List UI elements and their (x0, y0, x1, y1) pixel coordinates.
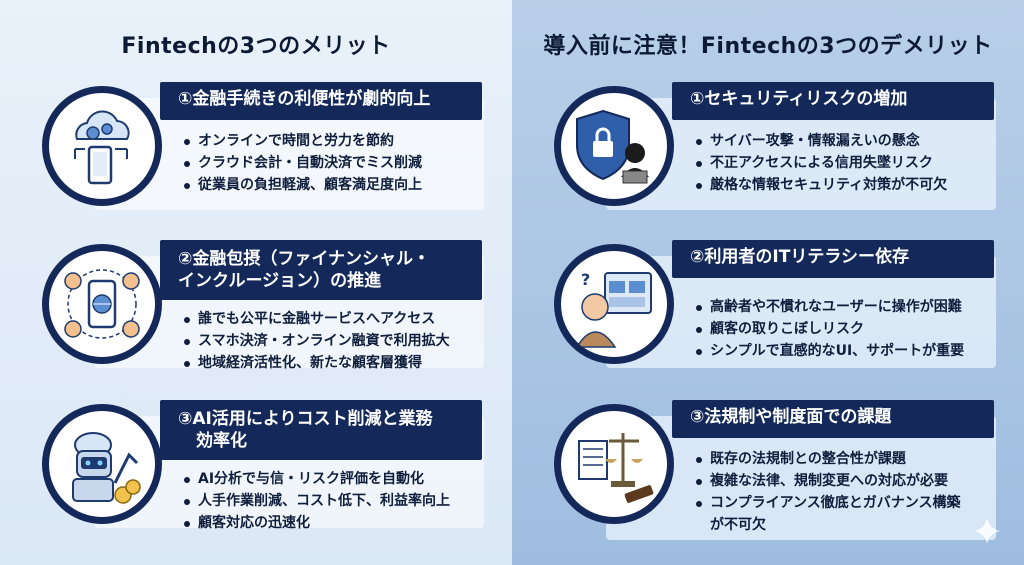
merit-card-1: ①金融手続きの利便性が劇的向上 オンラインで時間と労力を節約 クラウド会計・自動… (42, 82, 484, 214)
cloud-phone-gears-icon (42, 86, 162, 206)
bullet-item: オンラインで時間と労力を節約 (182, 130, 422, 152)
bullet-item: 高齢者や不慣れなユーザーに操作が困難 (694, 296, 964, 318)
bullet-continuation: が不可欠 (710, 517, 766, 533)
demerit-3-bullets: 既存の法規制との整合性が課題 複雑な法律、規制変更への対応が必要 コンプライアン… (694, 448, 960, 536)
merit-card-3: ③AI活用によりコスト削減と業務 効率化 AI分析で与信・リスク評価を自動化 人… (42, 400, 484, 534)
robot-coins-icon (42, 404, 162, 524)
bullet-item: クラウド会計・自動決済でミス削減 (182, 152, 422, 174)
merit-3-header-line2: 効率化 (196, 431, 247, 451)
bullet-item: 顧客の取りこぼしリスク (694, 318, 964, 340)
bullet-item: AI分析で与信・リスク評価を自動化 (182, 468, 450, 490)
demerit-card-1: ①セキュリティリスクの増加 サイバー攻撃・情報漏えいの懸念 不正アクセスによる信… (554, 82, 996, 214)
bullet-item: 厳格な情報セキュリティ対策が不可欠 (694, 174, 947, 196)
phone-globe-network-icon (42, 244, 162, 364)
bullet-item: 複雑な法律、規制変更への対応が必要 (694, 470, 960, 492)
demerit-2-header: ②利用者のITリテラシー依存 (672, 240, 994, 278)
merit-1-bullets: オンラインで時間と労力を節約 クラウド会計・自動決済でミス削減 従業員の負担軽減… (182, 130, 422, 196)
merit-2-bullets: 誰でも公平に金融サービスへアクセス スマホ決済・オンライン融資で利用拡大 地域経… (182, 308, 450, 374)
merit-2-header-line2: インクルージョン）の推進 (178, 271, 382, 291)
shield-lock-hacker-icon (554, 86, 674, 206)
demerit-3-header: ③法規制や制度面での課題 (672, 400, 994, 438)
demerit-card-3: ③法規制や制度面での課題 既存の法規制との整合性が課題 複雑な法律、規制変更への… (554, 400, 996, 540)
bullet-item: 不正アクセスによる信用失墜リスク (694, 152, 947, 174)
merits-title: Fintechの3つのメリット (121, 34, 391, 59)
merit-3-header-line1: ③AI活用によりコスト削減と業務 (178, 409, 433, 429)
demerits-title: 導入前に注意！Fintechの3つのデメリット (543, 34, 993, 59)
merit-3-header: ③AI活用によりコスト削減と業務 効率化 (160, 400, 482, 460)
merit-1-header: ①金融手続きの利便性が劇的向上 (160, 82, 482, 120)
bullet-item: 従業員の負担軽減、顧客満足度向上 (182, 174, 422, 196)
bullet-item: シンプルで直感的なUI、サポートが重要 (694, 340, 964, 362)
merit-2-header: ②金融包摂（ファイナンシャル・ インクルージョン）の推進 (160, 240, 482, 300)
merit-3-bullets: AI分析で与信・リスク評価を自動化 人手作業削減、コスト低下、利益率向上 顧客対… (182, 468, 450, 534)
demerit-card-2: ? ②利用者のITリテラシー依存 高齢者や不慣れなユーザーに操作が困難 顧客の取… (554, 240, 996, 372)
confused-elderly-user-icon: ? (554, 244, 674, 364)
bullet-item: 地域経済活性化、新たな顧客層獲得 (182, 352, 450, 374)
bullet-item: スマホ決済・オンライン融資で利用拡大 (182, 330, 450, 352)
bullet-item: 人手作業削減、コスト低下、利益率向上 (182, 490, 450, 512)
demerit-2-bullets: 高齢者や不慣れなユーザーに操作が困難 顧客の取りこぼしリスク シンプルで直感的な… (694, 296, 964, 362)
bullet-item: サイバー攻撃・情報漏えいの懸念 (694, 130, 947, 152)
bullet-item: コンプライアンス徹底とガバナンス構築 (694, 492, 960, 514)
scales-gavel-document-icon (554, 404, 674, 524)
bullet-item: 誰でも公平に金融サービスへアクセス (182, 308, 450, 330)
demerit-1-bullets: サイバー攻撃・情報漏えいの懸念 不正アクセスによる信用失墜リスク 厳格な情報セキ… (694, 130, 947, 196)
demerit-1-header: ①セキュリティリスクの増加 (672, 82, 994, 120)
merit-2-header-line1: ②金融包摂（ファイナンシャル・ (178, 249, 431, 269)
svg-text:?: ? (581, 270, 590, 289)
sparkle-icon (974, 518, 1000, 544)
bullet-item: 顧客対応の迅速化 (182, 512, 450, 534)
bullet-item: 既存の法規制との整合性が課題 (694, 448, 960, 470)
merit-card-2: ②金融包摂（ファイナンシャル・ インクルージョン）の推進 誰でも公平に金融サービ… (42, 240, 484, 374)
merits-column: Fintechの3つのメリット ①金融手続きの利便性が劇的向上 オンラインで時間… (0, 0, 512, 565)
demerits-column: 導入前に注意！Fintechの3つのデメリット ①セキュリティリスクの増加 サイ… (512, 0, 1024, 565)
